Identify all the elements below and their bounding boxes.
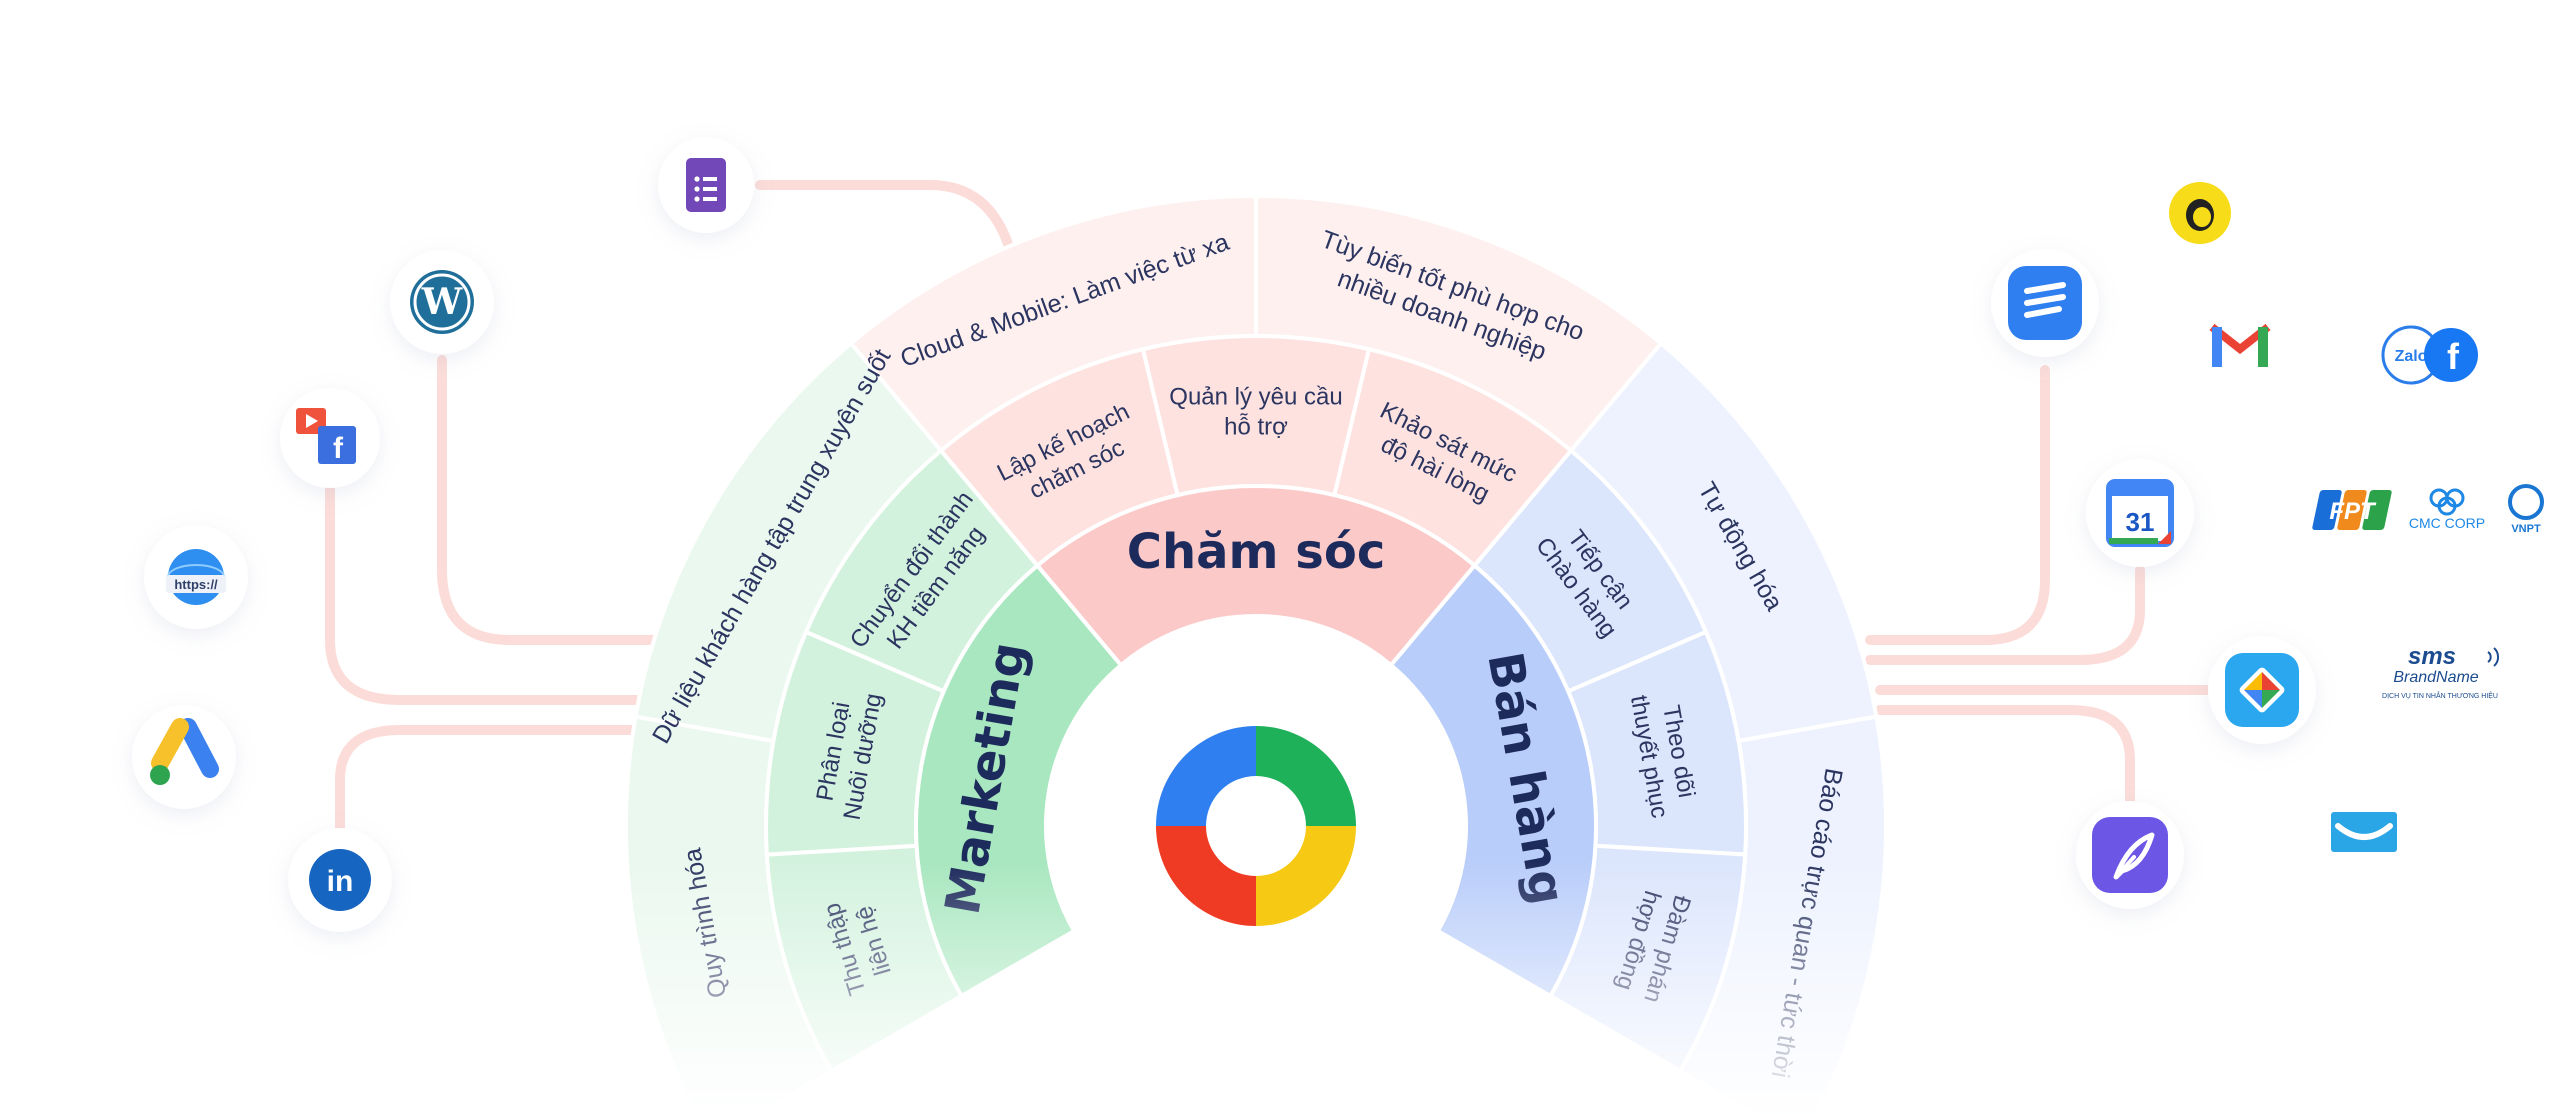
svg-text:Zalo: Zalo	[2395, 348, 2428, 365]
connector-calendar	[1865, 565, 2145, 665]
wordpress-icon[interactable]: W	[390, 250, 494, 354]
svg-text:31: 31	[2126, 507, 2155, 537]
svg-text:f: f	[2447, 336, 2460, 377]
inner-seg-care[interactable]	[1034, 484, 1478, 668]
svg-text:sms: sms	[2408, 643, 2456, 670]
connector-wordpress	[437, 355, 685, 645]
google-forms-icon[interactable]	[658, 137, 754, 233]
tasks-app-icon[interactable]	[1991, 249, 2099, 357]
vnpt-icon[interactable]: VNPT	[2508, 484, 2544, 535]
svg-text:f: f	[333, 432, 344, 465]
website-https-icon[interactable]: https://	[144, 525, 248, 629]
gmail-icon[interactable]	[2209, 323, 2271, 367]
google-ads-icon[interactable]	[132, 705, 236, 809]
linkedin-icon[interactable]: in	[288, 828, 392, 932]
svg-text:FPT: FPT	[2329, 498, 2377, 525]
integrations-right: Zalo f 31 FPT CMC CORP VNPT	[1991, 182, 2544, 909]
google-calendar-icon[interactable]: 31	[2086, 459, 2194, 567]
connector-forms	[755, 180, 1015, 285]
sms-brandname-icon[interactable]: sms BrandName DỊCH VỤ TIN NHẮN THƯƠNG HI…	[2382, 643, 2500, 700]
inner-label-care-line-0: Chăm sóc	[1127, 524, 1386, 580]
svg-text:in: in	[327, 865, 354, 898]
logo-swirl-icon	[1156, 726, 1356, 926]
inner-label-care: Chăm sóc	[1127, 524, 1386, 580]
connector-tasks	[1865, 365, 2050, 645]
middle-label-care-1-line-0: Quản lý yêu cầu	[1169, 383, 1342, 410]
fpt-icon[interactable]: FPT	[2312, 490, 2393, 530]
zalo-facebook-icon[interactable]: Zalo f	[2381, 325, 2478, 385]
connector-youtube	[325, 475, 645, 705]
middle-label-care-1: Quản lý yêu cầu hỗ trợ	[1169, 383, 1342, 440]
cmc-corp-icon[interactable]: CMC CORP	[2409, 488, 2485, 531]
integrations-left: W f https:// in	[132, 137, 754, 932]
mailchimp-icon[interactable]	[2169, 182, 2231, 244]
svg-text:VNPT: VNPT	[2511, 523, 2541, 535]
connector-lines	[325, 180, 2240, 845]
svg-text:CMC CORP: CMC CORP	[2409, 515, 2485, 531]
svg-text:DỊCH VỤ TIN NHẮN THƯƠNG HIỆU: DỊCH VỤ TIN NHẮN THƯƠNG HIỆU	[2382, 691, 2498, 700]
middle-label-care-1-line-1: hỗ trợ	[1224, 413, 1288, 440]
google-maps-icon[interactable]	[2208, 636, 2316, 744]
connector-feather	[1875, 705, 2135, 805]
svg-text:BrandName: BrandName	[2393, 669, 2478, 686]
svg-text:https://: https://	[174, 577, 218, 592]
feather-app-icon[interactable]	[2076, 801, 2184, 909]
email-icon[interactable]	[2331, 812, 2397, 852]
connector-linkedin	[335, 725, 645, 845]
youtube-facebook-icon[interactable]: f	[280, 388, 380, 488]
svg-text:W: W	[421, 281, 463, 323]
